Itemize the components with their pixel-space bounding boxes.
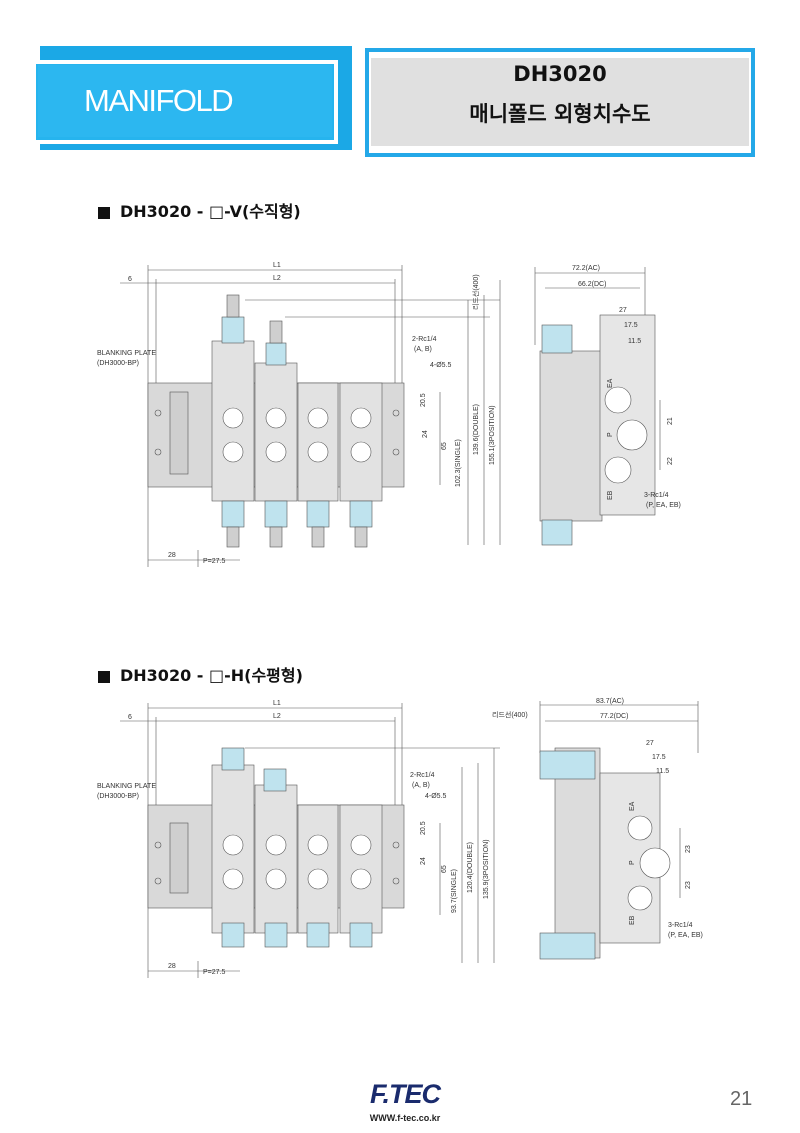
dim-single: 102.3(SINGLE) — [455, 439, 462, 487]
manifold-banner-inner: MANIFOLD — [38, 65, 332, 137]
dim-ac: 72.2(AC) — [572, 265, 600, 272]
dim-l2: L2 — [273, 275, 281, 282]
model-title-inner — [371, 58, 749, 146]
dim-24: 24 — [422, 430, 429, 438]
section-h-title: DH3020 - □-H(수평형) — [120, 666, 303, 685]
blanking-plate-label: BLANKING PLATE — [97, 783, 156, 790]
drawing-v: L1 L2 6 BLANKING PLATE (DH3000-BP) 2-Rc1… — [97, 262, 681, 567]
dim-22: 22 — [667, 457, 674, 465]
dim-double: 120.4(DOUBLE) — [467, 842, 474, 893]
port-eb: EB — [629, 915, 636, 925]
dim-l2: L2 — [273, 713, 281, 720]
dim-3position: 135.9(3POSITION) — [483, 839, 490, 899]
page-number: 21 — [730, 1088, 753, 1110]
port-eb: EB — [607, 490, 614, 500]
website-url[interactable]: WWW.f-tec.co.kr — [369, 1113, 441, 1123]
dim-11-5: 11.5 — [656, 768, 669, 775]
port-ea: EA — [629, 801, 636, 811]
dim-17-5: 17.5 — [624, 322, 638, 329]
port-rc3-label: 3-Rc1/4 — [668, 922, 693, 929]
dim-pitch: P=27.5 — [203, 558, 225, 565]
dim-6: 6 — [128, 714, 132, 721]
leadwire-label: 리드선(400) — [492, 710, 528, 719]
dim-27: 27 — [619, 307, 627, 314]
port-p: P — [607, 432, 614, 437]
dim-11-5: 11.5 — [628, 338, 641, 345]
hole-label: 4-Ø5.5 — [425, 793, 447, 800]
dim-24: 24 — [420, 857, 427, 865]
dim-pitch: P=27.5 — [203, 969, 225, 976]
hole-label: 4-Ø5.5 — [430, 362, 452, 369]
port-ab-label: (A, B) — [412, 782, 430, 789]
dim-3position: 155.1(3POSITION) — [489, 405, 496, 465]
leadwire-label: 리드선(400) — [471, 274, 480, 310]
category-title: MANIFOLD — [84, 83, 234, 118]
dim-6: 6 — [128, 276, 132, 283]
dim-23-b: 23 — [685, 881, 692, 889]
section-v-title: DH3020 - □-V(수직형) — [120, 202, 301, 221]
bullet-square-icon — [98, 206, 110, 219]
dim-20-5: 20.5 — [420, 821, 427, 835]
ftec-logo: F.TEC — [369, 1079, 441, 1109]
dim-65: 65 — [441, 865, 448, 873]
dim-28: 28 — [168, 963, 176, 970]
blanking-plate-code: (DH3000-BP) — [97, 793, 139, 800]
port-peaeb-label: (P, EA, EB) — [668, 932, 703, 939]
blanking-plate-code: (DH3000-BP) — [97, 360, 139, 367]
dim-27: 27 — [646, 740, 654, 747]
dim-28: 28 — [168, 552, 176, 559]
port-ab-label: (A, B) — [414, 346, 432, 353]
model-description: 매니폴드 외형치수도 — [469, 102, 651, 126]
dim-65: 65 — [441, 442, 448, 450]
dim-l1: L1 — [273, 262, 281, 269]
drawing-h: L1 L2 6 BLANKING PLATE (DH3000-BP) 2-Rc1… — [97, 698, 703, 978]
bullet-square-icon — [98, 670, 110, 683]
port-rc14-label: 2-Rc1/4 — [412, 336, 437, 343]
dim-single: 93.7(SINGLE) — [451, 869, 458, 913]
dim-double: 139.6(DOUBLE) — [473, 404, 480, 455]
port-rc14-label: 2-Rc1/4 — [410, 772, 435, 779]
blanking-plate-label: BLANKING PLATE — [97, 350, 156, 357]
dim-21: 21 — [667, 417, 674, 425]
section-h-heading: DH3020 - □-H(수평형) — [98, 662, 303, 686]
port-peaeb-label: (P, EA, EB) — [646, 502, 681, 509]
dim-17-5: 17.5 — [652, 754, 666, 761]
model-code: DH3020 — [513, 62, 607, 86]
port-p: P — [629, 860, 636, 865]
port-rc3-label: 3-Rc1/4 — [644, 492, 669, 499]
dim-l1: L1 — [273, 700, 281, 707]
dim-23-a: 23 — [685, 845, 692, 853]
dim-dc: 77.2(DC) — [600, 713, 628, 720]
section-v-heading: DH3020 - □-V(수직형) — [98, 198, 301, 222]
dim-dc: 66.2(DC) — [578, 281, 606, 288]
dim-20-5: 20.5 — [420, 393, 427, 407]
dim-ac: 83.7(AC) — [596, 698, 624, 705]
port-ea: EA — [607, 378, 614, 388]
